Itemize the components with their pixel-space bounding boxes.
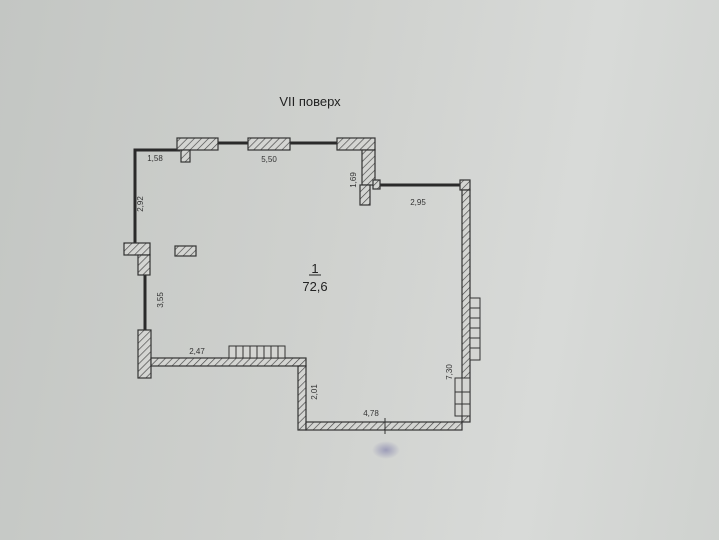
dim-left-upper: 2,92 [136, 196, 145, 212]
dim-bottom: 4,78 [363, 409, 379, 418]
dim-bottom-left: 2,47 [189, 347, 205, 356]
radiators [228, 297, 481, 434]
dim-notch: 1,69 [349, 172, 358, 188]
floor-title: VII поверх [279, 94, 341, 109]
dim-top-left: 1,58 [147, 154, 163, 163]
photo-smudge [372, 441, 400, 459]
dim-right: 7,30 [445, 364, 454, 380]
room-area: 72,6 [302, 279, 327, 294]
column [174, 245, 197, 257]
thin-walls [133, 141, 462, 330]
hatched-walls [123, 137, 471, 431]
dim-step: 2,01 [310, 384, 319, 400]
dim-top-middle: 5,50 [261, 155, 277, 164]
dim-top-right: 2,95 [410, 198, 426, 207]
dim-left-lower: 3,55 [156, 292, 165, 308]
room-number: 1 [311, 261, 318, 276]
